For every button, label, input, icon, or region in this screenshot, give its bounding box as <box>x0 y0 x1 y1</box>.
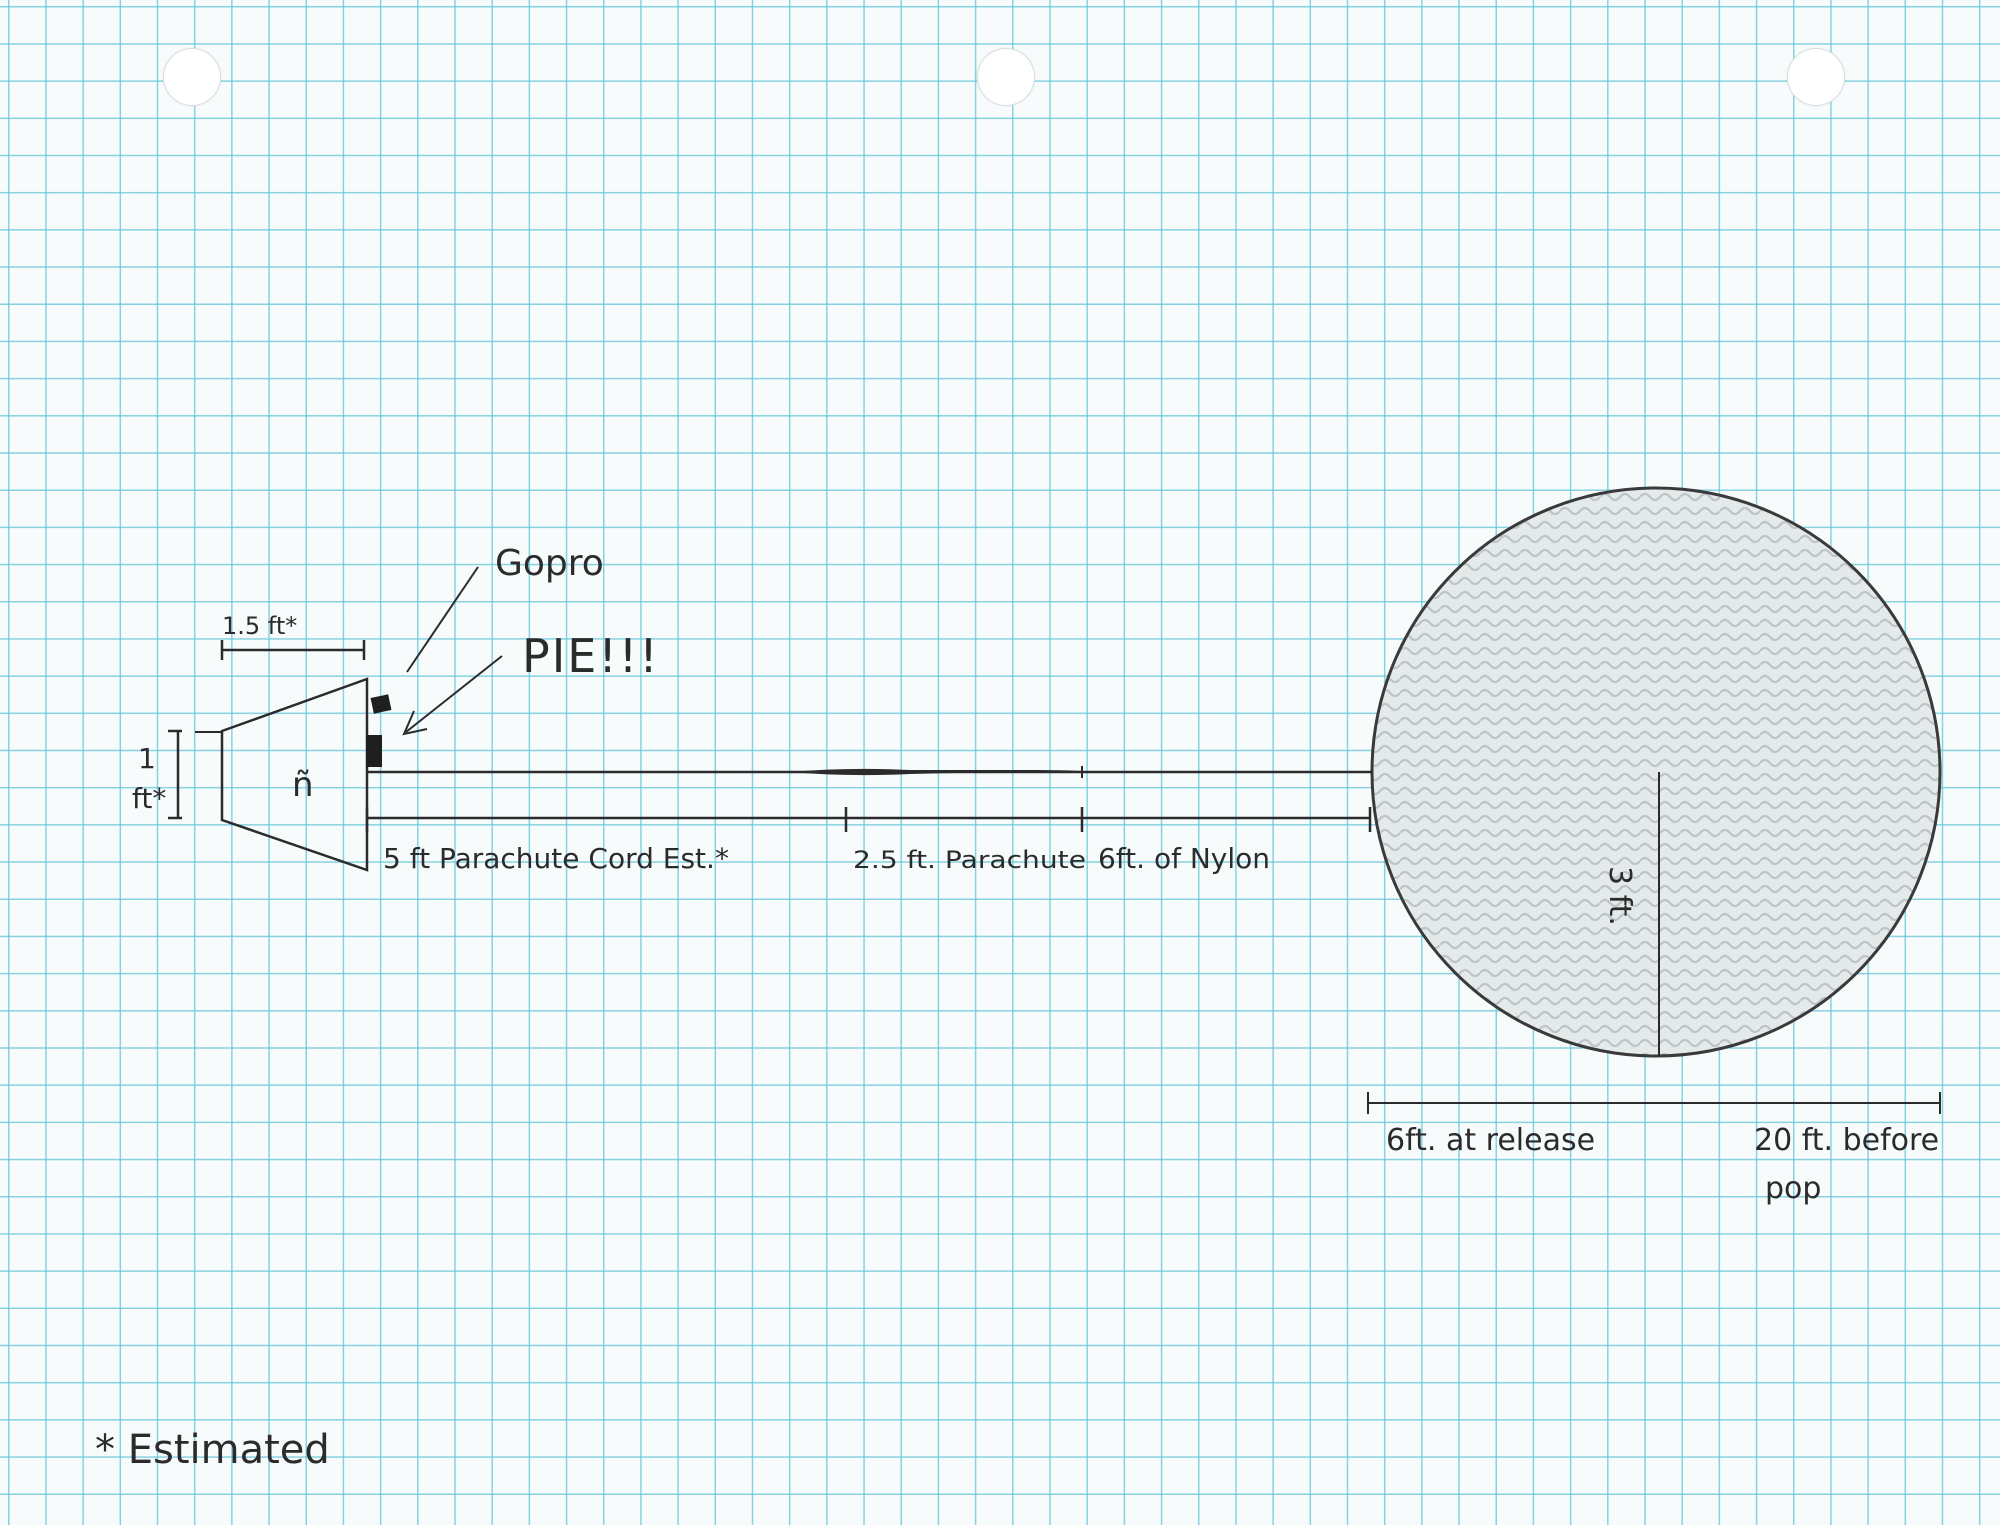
top-dim-label: 1.5 ft* <box>222 612 297 640</box>
parachute-label: 2.5 ft. Parachute <box>853 846 1086 874</box>
side-dim-unit: ft* <box>132 782 166 815</box>
balloon-size-dimension: 6ft. at release 20 ft. before pop <box>1367 1092 1941 1206</box>
gopro-label: Gopro <box>495 543 604 584</box>
tether <box>367 766 1372 778</box>
punch-hole-left <box>163 48 221 106</box>
side-dim-value: 1 <box>138 742 156 775</box>
punch-hole-middle <box>977 48 1035 106</box>
pie-label: PIE!!! <box>522 629 660 683</box>
cord-label: 5 ft Parachute Cord Est.* <box>383 842 729 875</box>
balloon-shading <box>1372 488 1940 1056</box>
folded-parachute <box>790 768 1082 776</box>
before-pop-label-line2: pop <box>1765 1171 1821 1206</box>
punch-hole-right <box>1787 48 1845 106</box>
balloon: 3 ft. <box>1370 486 1942 1058</box>
gopro-camera <box>370 694 392 714</box>
release-label: 6ft. at release <box>1386 1123 1595 1158</box>
pie-arrow-head <box>402 710 428 736</box>
pie-object <box>366 735 382 767</box>
payload-outline <box>220 677 369 872</box>
estimated-legend: * Estimated <box>95 1427 330 1473</box>
payload: ñ <box>195 677 392 872</box>
side-dimension: 1 ft* <box>132 729 182 820</box>
top-dimension: 1.5 ft* <box>220 612 366 660</box>
callouts: Gopro PIE!!! <box>402 543 660 736</box>
pie-arrow-line <box>405 655 503 733</box>
payload-mark: ñ <box>292 765 314 805</box>
gopro-leader-line <box>406 566 479 673</box>
radius-label: 3 ft. <box>1602 866 1637 926</box>
nylon-label: 6ft. of Nylon <box>1098 842 1270 875</box>
tether-dimension: 5 ft Parachute Cord Est.* 2.5 ft. Parach… <box>365 807 1372 875</box>
before-pop-label-line1: 20 ft. before <box>1754 1123 1939 1158</box>
